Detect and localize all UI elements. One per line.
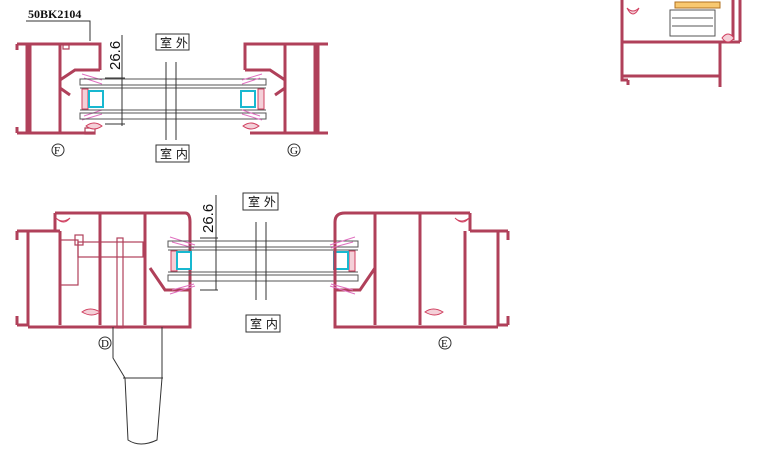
marker-e-circle [438,336,452,350]
marker-g: G [290,145,298,157]
marker-g-circle [287,143,301,157]
bottom-outdoor-label: 室 外 [248,194,276,209]
handle [112,327,163,445]
bottom-indoor-label: 室 内 [250,316,278,331]
profile-e [329,211,510,329]
marker-e: E [441,338,448,350]
bottom-indoor-box [245,314,281,333]
profile-f [15,42,103,135]
top-indoor-label: 室 内 [160,146,188,161]
marker-d-circle [98,336,112,350]
profile-g [241,42,328,135]
bottom-glazing [167,195,359,300]
marker-d: D [101,338,109,350]
top-outdoor-label: 室 外 [160,35,188,50]
bottom-outdoor-box [242,192,279,211]
bottom-dimension: 26.6 [200,204,217,233]
top-dimension: 26.6 [107,41,124,70]
part-code-label: 50BK2104 [28,7,81,21]
top-glazing [79,35,267,140]
marker-f-circle [51,143,65,157]
part-code-leader [26,20,91,41]
profile-d [15,211,196,329]
marker-f: F [54,145,60,157]
top-section: 50BK2104 26.6 室 外 [15,7,328,163]
bottom-section: 26.6 室 外 室 内 D E [15,192,510,445]
partial-profile-top-right [620,0,742,87]
top-outdoor-box [155,33,190,51]
top-indoor-box [155,144,190,163]
